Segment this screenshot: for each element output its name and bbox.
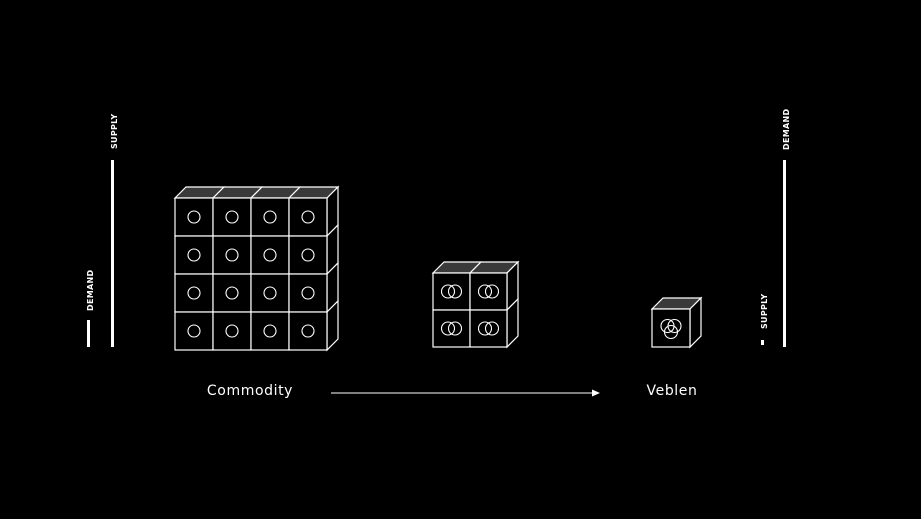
circle-icon (263, 210, 277, 224)
left-supply-label: SUPPLY (110, 114, 119, 149)
circle-icon (225, 248, 239, 262)
cube (432, 272, 471, 311)
middle-cube-grid (431, 260, 520, 349)
circle-icon (263, 248, 277, 262)
veblen-label: Veblen (647, 383, 698, 399)
arrow-head-icon (592, 389, 600, 397)
circle-icon (301, 210, 315, 224)
left-supply-demand-bars: DEMAND SUPPLY (86, 114, 119, 347)
right-demand-label: DEMAND (782, 109, 791, 150)
right-supply-bar (761, 340, 764, 345)
cube (212, 197, 252, 237)
cube (469, 309, 508, 348)
circle-icon (301, 324, 315, 338)
two-circles-icon (440, 321, 463, 336)
circle-icon (225, 286, 239, 300)
cube (212, 273, 252, 313)
circle-icon (263, 286, 277, 300)
cube (174, 311, 214, 351)
cube (651, 308, 691, 348)
cube (469, 272, 508, 311)
cube (432, 309, 471, 348)
cube (174, 197, 214, 237)
cube (250, 311, 290, 351)
cube (212, 311, 252, 351)
two-circles-icon (440, 284, 463, 299)
circle-icon (301, 286, 315, 300)
circle-icon (187, 286, 201, 300)
circle-icon (225, 210, 239, 224)
circle-icon (187, 248, 201, 262)
cube (288, 273, 328, 313)
left-demand-bar (87, 320, 90, 347)
cube (250, 235, 290, 275)
right-supply-label: SUPPLY (760, 294, 769, 329)
cube (174, 273, 214, 313)
cube (288, 235, 328, 275)
cube (288, 311, 328, 351)
left-demand-label: DEMAND (86, 270, 95, 311)
commodity-label: Commodity (207, 383, 293, 399)
two-circles-icon (477, 321, 500, 336)
two-circles-icon (477, 284, 500, 299)
cube (250, 197, 290, 237)
commodity-cube-grid (173, 185, 340, 352)
right-supply-demand-bars: SUPPLY DEMAND (760, 109, 791, 347)
three-circles-icon (660, 318, 682, 340)
cube (212, 235, 252, 275)
circle-icon (187, 324, 201, 338)
cube (288, 197, 328, 237)
circle-icon (187, 210, 201, 224)
cube (250, 273, 290, 313)
circle-icon (301, 248, 315, 262)
cube (174, 235, 214, 275)
transition-arrow (331, 389, 600, 397)
veblen-cube (650, 296, 703, 349)
left-supply-bar (111, 160, 114, 347)
circle-icon (263, 324, 277, 338)
right-demand-bar (783, 160, 786, 347)
circle-icon (225, 324, 239, 338)
